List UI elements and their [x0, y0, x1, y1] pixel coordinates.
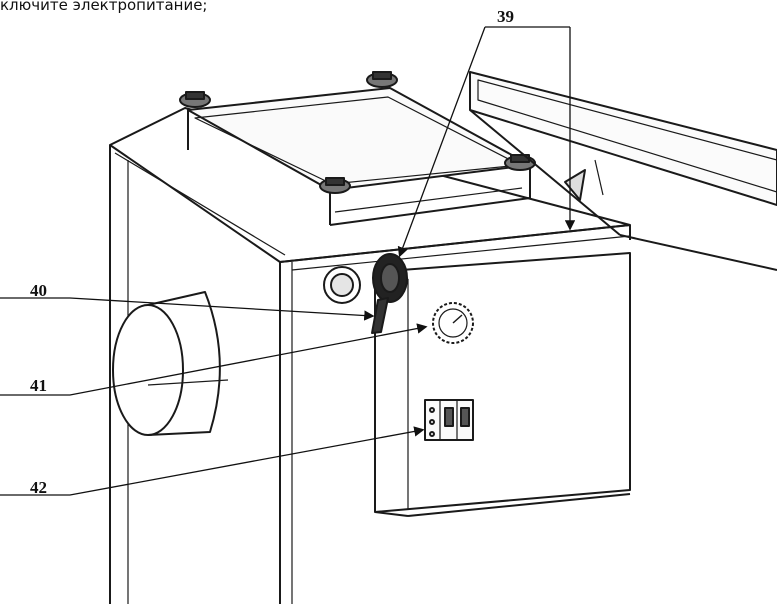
- power-switch: [372, 253, 408, 303]
- leader-39: [400, 26, 570, 255]
- flue-pipe: [112, 291, 229, 436]
- control-panel-box: [374, 252, 631, 517]
- instruction-caption: ключите электропитание;: [0, 0, 208, 14]
- temperature-sensor: [371, 297, 389, 334]
- callout-41-label: 41: [30, 376, 47, 395]
- callout-39-label: 39: [497, 7, 514, 26]
- leader-40: [0, 297, 375, 321]
- leader-41: [0, 323, 428, 396]
- thermometer-gauge: [432, 302, 474, 344]
- callout-40-label: 40: [30, 281, 47, 300]
- circuit-breaker: [424, 399, 474, 441]
- clamp-knob: [179, 91, 211, 108]
- clamp-knob: [366, 71, 398, 88]
- socket-fitting: [323, 266, 361, 304]
- callout-42-label: 42: [30, 478, 47, 497]
- leader-42: [0, 426, 425, 496]
- clamp-knob: [504, 154, 536, 171]
- hinged-cover: [469, 71, 777, 271]
- clamp-knob: [319, 177, 351, 194]
